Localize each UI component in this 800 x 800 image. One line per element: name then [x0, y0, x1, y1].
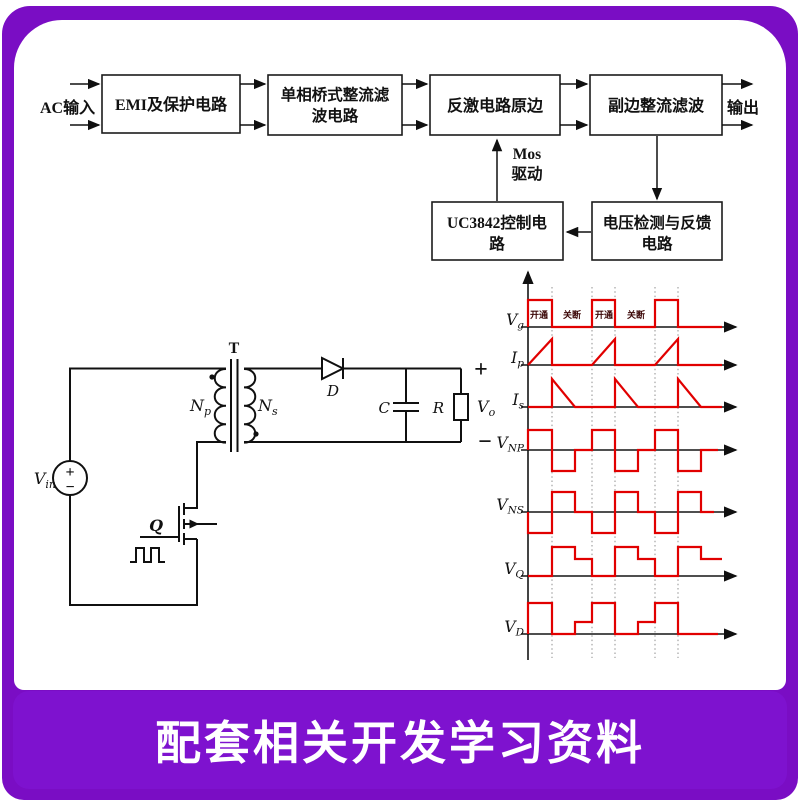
block-bridge-label-line2: 波电路: [312, 106, 359, 125]
output-label: 输出: [727, 98, 759, 117]
diagram-canvas: AC输入 输出 EMI及保护电路 单相桥式整流滤 波电路 反激电路原边 副边整流…: [34, 74, 759, 660]
waveform-label-vnp: VNP: [497, 434, 525, 455]
secondary-winding: [243, 368, 257, 444]
block-flyback-primary: [429, 74, 561, 136]
block-bridge-label-line1: 单相桥式整流滤: [281, 85, 390, 104]
waveform-trace-vd: [526, 601, 718, 636]
diode-label: D: [326, 382, 339, 400]
vo-label: Vo: [477, 397, 496, 419]
capacitor-symbol: [393, 368, 419, 442]
waveform-trace-ip: [527, 336, 722, 367]
drain-wire: [184, 441, 226, 509]
waveform-trace-vq: [528, 545, 722, 578]
waveform-label-vd: VD: [504, 618, 524, 639]
banner-title: 配套相关开发学习资料: [155, 717, 645, 769]
block-uc3842-label-line1: UC3842控制电: [447, 213, 547, 232]
input-top-wire: [69, 367, 226, 461]
waveform-trace-is: [528, 375, 722, 409]
capacitor-label: C: [379, 399, 391, 417]
waveform-trace-vns: [526, 490, 714, 535]
resistor-label: R: [432, 399, 444, 417]
waveform-phase-label: 开通: [530, 309, 548, 320]
block-diagram: AC输入 输出 EMI及保护电路 单相桥式整流滤 波电路 反激电路原边 副边整流…: [40, 74, 759, 261]
waveform-label-ip: Ip: [510, 349, 524, 370]
vin-minus-sign: −: [65, 479, 74, 496]
waveform-label-vns: VNS: [496, 496, 524, 517]
mosfet-arrow: [189, 519, 199, 529]
waveform-trace-vg: [526, 298, 722, 329]
ac-input-label: AC输入: [40, 98, 95, 117]
output-plus-sign: +: [474, 357, 488, 383]
block-feedback-label-line2: 电路: [641, 234, 673, 253]
vin-plus-sign: +: [65, 464, 74, 481]
flyback-schematic: + − Vin T Np Ns Q D C R + −: [34, 340, 496, 606]
transformer-core: [230, 359, 239, 452]
block-arrows: [70, 78, 754, 238]
mos-drive-label-line1: Mos: [513, 146, 541, 163]
transformer-label: T: [229, 340, 240, 357]
title-band: 配套相关开发学习资料: [13, 691, 787, 789]
waveform-label-is: Is: [511, 391, 524, 412]
np-label: Np: [189, 396, 211, 418]
waveform-phase-label: 关断: [563, 309, 581, 320]
mosfet-label: Q: [149, 516, 163, 535]
waveform-label-vq: VQ: [504, 560, 524, 581]
block-feedback: [591, 201, 723, 261]
block-uc3842-label-line2: 路: [489, 234, 505, 253]
block-secondary-rectifier: [589, 74, 723, 136]
resistor-symbol: [453, 393, 469, 421]
block-uc3842: [431, 201, 564, 261]
waveform-phase-label: 开通: [595, 309, 613, 320]
block-emi-label: EMI及保护电路: [115, 95, 228, 114]
ns-label: Ns: [257, 396, 278, 418]
gate-pulse-symbol: [130, 547, 165, 563]
block-emi: [101, 74, 241, 134]
vin-label: Vin: [34, 469, 56, 491]
waveform-phase-label: 关断: [627, 309, 645, 320]
primary-dot: [209, 374, 215, 380]
block-secondary-label: 副边整流滤波: [608, 96, 705, 115]
block-feedback-label-line1: 电压检测与反馈: [603, 213, 712, 232]
mos-drive-label-line2: 驱动: [511, 165, 542, 183]
input-bottom-wire: [69, 495, 198, 606]
diode-symbol: [321, 356, 346, 381]
waveform-label-vg: Vg: [506, 311, 524, 332]
output-minus-sign: −: [478, 429, 492, 455]
waveform-trace-vnp: [526, 428, 718, 473]
block-flyback-label: 反激电路原边: [447, 96, 544, 115]
secondary-dot: [253, 431, 259, 437]
block-bridge-rectifier: [267, 74, 403, 136]
primary-winding: [213, 368, 227, 444]
